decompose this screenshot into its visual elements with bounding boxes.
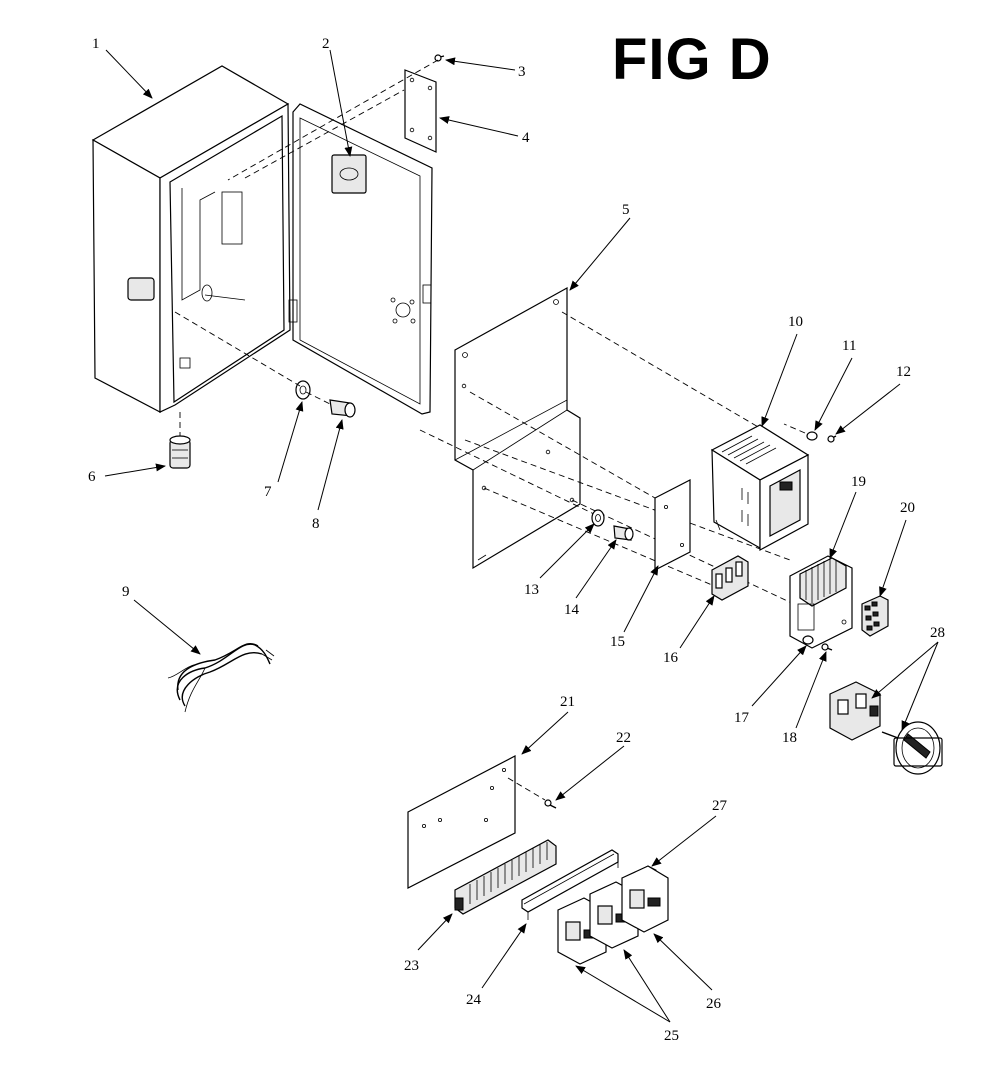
contactor-part [557, 865, 669, 965]
callout-8: 8 [312, 516, 320, 532]
din-rail-part [521, 849, 619, 920]
callout-13: 13 [524, 582, 539, 598]
terminal-strip-part [454, 839, 557, 915]
washer-bolt-part [174, 311, 356, 418]
callout-16: 16 [663, 650, 679, 666]
drive-washer-screw-part [783, 423, 837, 443]
transformer-part [789, 555, 853, 649]
callout-labels: 1 2 3 4 5 6 7 8 9 10 11 12 13 14 15 16 1… [88, 36, 945, 1044]
callout-23: 23 [404, 958, 419, 974]
callout-12: 12 [896, 364, 911, 380]
fuse-block-part [861, 595, 889, 637]
callout-5: 5 [622, 202, 630, 218]
leader-lines [104, 49, 939, 1023]
callout-7: 7 [264, 484, 272, 500]
callout-14: 14 [564, 602, 580, 618]
wire-harness-part [167, 642, 275, 713]
callout-3: 3 [518, 64, 526, 80]
callout-2: 2 [322, 36, 330, 52]
callout-27: 27 [712, 798, 728, 814]
callout-6: 6 [88, 469, 96, 485]
insulating-plate-part [654, 479, 691, 571]
enclosure-part [91, 65, 433, 415]
callout-24: 24 [466, 992, 482, 1008]
sub-plate-part [407, 755, 546, 889]
callout-15: 15 [610, 634, 625, 650]
figure-title: FIG D [612, 27, 772, 92]
terminal-block-part [711, 555, 749, 601]
callout-10: 10 [788, 314, 803, 330]
callout-1: 1 [92, 36, 100, 52]
callout-18: 18 [782, 730, 797, 746]
sub-plate-screw-part [544, 799, 557, 809]
callout-19: 19 [851, 474, 866, 490]
vfd-drive-part [710, 424, 810, 552]
callout-21: 21 [560, 694, 575, 710]
backplate-part [419, 286, 797, 606]
plate-washer-screw-part [591, 509, 634, 541]
access-plate-part [227, 54, 445, 181]
callout-4: 4 [522, 130, 530, 146]
callout-28: 28 [930, 625, 945, 641]
transformer-washer-screw-part [802, 635, 833, 651]
cable-gland-part [169, 412, 191, 469]
callout-26: 26 [706, 996, 722, 1012]
callout-20: 20 [900, 500, 915, 516]
callout-11: 11 [842, 338, 856, 354]
callout-9: 9 [122, 584, 130, 600]
callout-22: 22 [616, 730, 631, 746]
callout-25: 25 [664, 1028, 679, 1044]
callout-17: 17 [734, 710, 750, 726]
disconnect-switch-part [829, 681, 943, 775]
